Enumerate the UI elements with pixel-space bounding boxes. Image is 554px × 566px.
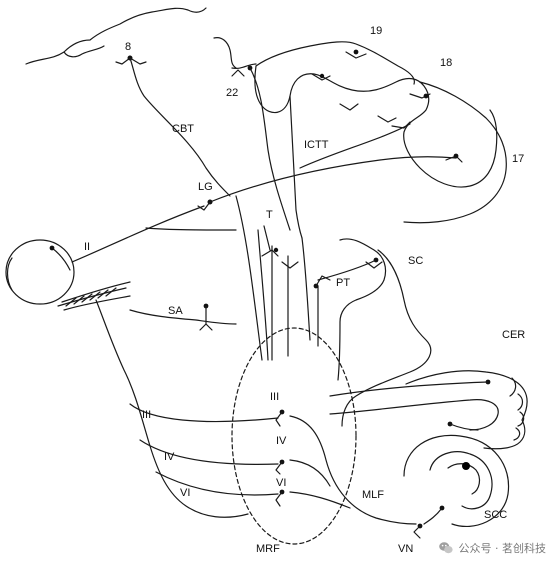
cer-fiber-upper (329, 381, 489, 397)
watermark: 公众号 · 茗创科技 (438, 538, 547, 558)
sc-outline (337, 238, 387, 381)
area-19-neuron (353, 49, 359, 55)
area-22-outline (213, 37, 237, 69)
iv-nerve (139, 439, 279, 465)
central-tract-1 (235, 195, 263, 361)
mlf-tract-vi (289, 491, 351, 509)
label-iii-nucleus: III (270, 391, 279, 403)
mlf-tract-iv (289, 459, 331, 487)
label-mrf: MRF (256, 543, 280, 555)
area-18-neuron (423, 93, 429, 99)
sa-region-outline (129, 309, 237, 325)
optic-radiation (209, 156, 457, 203)
wechat-icon (438, 542, 453, 554)
label-area-19: 19 (370, 25, 382, 37)
vi-nerve (155, 471, 279, 496)
label-area-17: 17 (512, 153, 524, 165)
pt-dendrite (315, 275, 331, 287)
label-area-18: 18 (440, 57, 452, 69)
scc-ampulla (462, 462, 470, 470)
iv-dendrite (275, 461, 283, 475)
cerebellum-folia (509, 377, 525, 441)
eye-muscle-hatch (65, 287, 117, 307)
occipital-upper-outline (255, 41, 415, 85)
area-17-neuron (453, 153, 459, 159)
label-sa: SA (168, 305, 183, 317)
label-ictt: ICTT (304, 139, 329, 151)
iii-dendrite (275, 411, 283, 427)
label-area-22: 22 (226, 87, 238, 99)
eye-muscle-upper (61, 281, 131, 303)
mlf-tract-iii (289, 415, 417, 525)
scc-nerve (423, 507, 443, 525)
eye-muscle-mid (57, 287, 127, 307)
area-8-dendrite-right (129, 57, 147, 65)
ictt-tract-c (299, 123, 411, 169)
brainstem-left-outline (95, 299, 249, 518)
area-8-dendrite-left (115, 57, 131, 65)
optic-nerve (71, 205, 205, 263)
scc-inner-core (447, 463, 481, 495)
cerebellum-outline (405, 370, 528, 450)
ictt-tract-a (249, 67, 291, 231)
ictt-tract-b (289, 95, 303, 239)
label-mlf: MLF (362, 489, 384, 501)
watermark-text: 公众号 · 茗创科技 (458, 542, 547, 555)
scc-outer-loop (403, 434, 510, 528)
label-sc: SC (408, 255, 423, 267)
eye-cornea (6, 257, 13, 291)
area-22-sulcus (231, 63, 257, 70)
brainstem-right-outline (341, 249, 432, 427)
frontal-cortex-outline (25, 7, 207, 65)
label-t: T (266, 209, 273, 221)
sa-axon (199, 305, 213, 331)
label-iv-nucleus: IV (276, 435, 287, 447)
area-19-inner-neuron (319, 73, 325, 79)
retina-neuron (49, 245, 55, 251)
central-tract-5 (301, 237, 311, 341)
eye-retina (51, 247, 71, 271)
label-area-8: 8 (125, 41, 131, 53)
area-19-inner-branch (311, 73, 331, 81)
label-cer: CER (502, 329, 525, 341)
vn-dendrite (413, 525, 421, 539)
label-iv-nerve: IV (164, 451, 175, 463)
area-22-dendrite (231, 69, 245, 77)
t-axon (261, 225, 279, 257)
iii-nerve (129, 403, 279, 423)
area-18-branch-4 (339, 103, 359, 111)
area-18-branch-2 (377, 115, 397, 123)
area-18-branch-3 (391, 121, 411, 129)
eyeball (5, 239, 75, 305)
label-iii-nerve: III (142, 409, 151, 421)
t-branch (281, 261, 299, 269)
label-vn: VN (398, 543, 413, 555)
sc-axon (317, 259, 377, 281)
vi-dendrite (275, 491, 283, 507)
area-17-outline (403, 81, 507, 224)
cbt-tract (129, 57, 231, 197)
label-vi-nucleus: VI (276, 477, 286, 489)
central-tract-2 (257, 229, 269, 361)
label-vi-nerve: VI (180, 487, 190, 499)
label-lg: LG (198, 181, 213, 193)
scc-inner-loop (429, 451, 493, 510)
area-19-branch (345, 51, 367, 59)
t-neuron (273, 247, 279, 253)
cer-inner-fiber (449, 423, 479, 431)
label-cbt: CBT (172, 123, 194, 135)
label-pt: PT (336, 277, 350, 289)
cer-fiber-lower (329, 399, 499, 431)
mrf-boundary (231, 327, 357, 545)
optic-tract-lower (145, 227, 237, 231)
label-scc: SCC (484, 509, 507, 521)
frontal-cortex-sulcus (63, 45, 105, 58)
label-optic-nerve-ii: II (84, 241, 90, 253)
